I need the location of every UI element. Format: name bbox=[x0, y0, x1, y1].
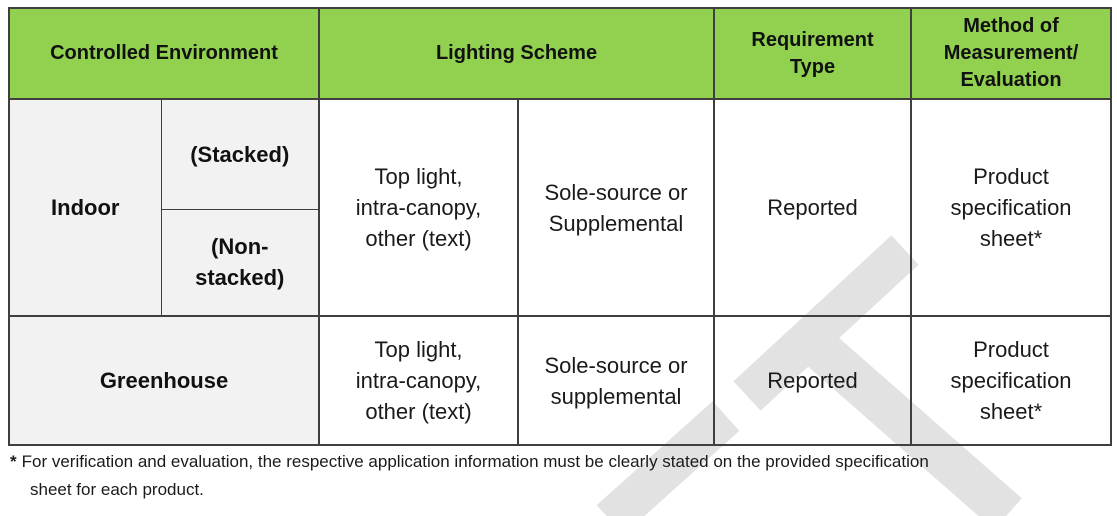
cell-greenhouse-lighting-scheme: Top light, intra-canopy, other (text) bbox=[318, 315, 520, 446]
table-row-greenhouse: Greenhouse Top light, intra-canopy, othe… bbox=[7, 315, 1113, 446]
cell-indoor-lighting-scheme: Top light, intra-canopy, other (text) bbox=[318, 98, 520, 317]
cell-indoor-source-type: Sole-source or Supplemental bbox=[517, 98, 716, 317]
header-cell-requirement-type: Requirement Type bbox=[713, 7, 913, 100]
header-cell-lighting-scheme: Lighting Scheme bbox=[318, 7, 716, 100]
table-row-indoor-stacked: Indoor (Stacked) Top light, intra-canopy… bbox=[8, 98, 1113, 317]
cell-indoor-requirement-type: Reported bbox=[713, 98, 913, 317]
table-row-indoor-nonstacked: (Non- stacked) bbox=[9, 208, 1111, 317]
requirements-table: Controlled Environment Lighting Scheme R… bbox=[7, 7, 1113, 446]
footnote: *For verification and evaluation, the re… bbox=[10, 448, 1117, 504]
cell-greenhouse-label: Greenhouse bbox=[7, 315, 321, 446]
footnote-asterisk: * bbox=[10, 452, 17, 471]
cell-greenhouse-method: Product specification sheet* bbox=[910, 315, 1113, 446]
cell-greenhouse-requirement-type: Reported bbox=[713, 315, 913, 446]
cell-indoor-label: Indoor bbox=[8, 98, 162, 317]
header-cell-method-of-measurement: Method of Measurement/ Evaluation bbox=[910, 7, 1113, 100]
header-cell-controlled-environment: Controlled Environment bbox=[7, 7, 321, 100]
cell-indoor-stacked: (Stacked) bbox=[160, 98, 321, 210]
cell-indoor-nonstacked: (Non- stacked) bbox=[160, 208, 321, 317]
header-row: Controlled Environment Lighting Scheme R… bbox=[7, 7, 1113, 100]
footnote-text: For verification and evaluation, the res… bbox=[21, 452, 929, 499]
cell-greenhouse-source-type: Sole-source or supplemental bbox=[517, 315, 716, 446]
cell-indoor-method: Product specification sheet* bbox=[910, 98, 1113, 317]
